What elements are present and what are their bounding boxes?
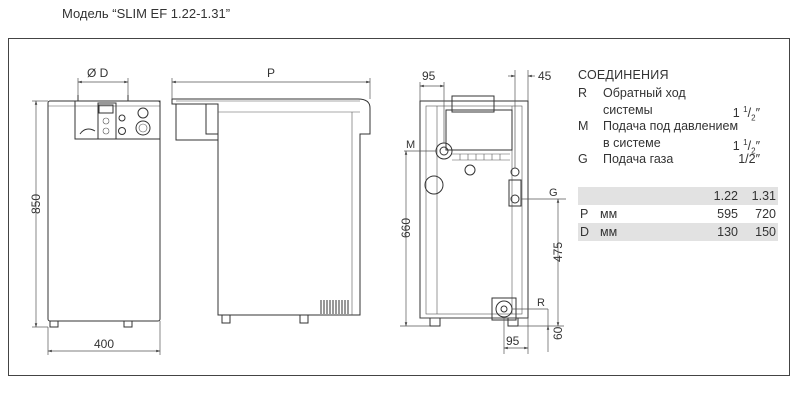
thermometer-dial (137, 107, 149, 119)
pressure-gauge (118, 114, 126, 122)
dim-660: 660 (399, 218, 413, 238)
row-code: D (580, 225, 590, 239)
row-value: 720 (755, 207, 776, 221)
logo-swoosh (79, 128, 96, 135)
flue-hood (175, 103, 219, 141)
row-unit: мм (600, 207, 618, 221)
connection-code: G (578, 152, 588, 166)
fan-housing (451, 95, 495, 113)
connection-desc: Обратный ход (603, 86, 686, 100)
dim-95-bottom: 95 (506, 334, 520, 348)
column-header-1-31: 1.31 (751, 189, 776, 203)
drawing-frame (8, 38, 790, 376)
page-title: Модель “SLIM EF 1.22-1.31” (62, 6, 231, 21)
connections-heading: СОЕДИНЕНИЯ (578, 68, 669, 82)
connection-row: G Подача газа 1/2″ (578, 151, 778, 168)
dim-45: 45 (538, 69, 552, 83)
side-view: P (171, 66, 371, 324)
connection-row: R Обратный ход (578, 85, 778, 102)
connection-row: M Подача под давлением (578, 118, 778, 135)
label-g: G (549, 187, 558, 199)
connection-desc: системы (603, 102, 653, 117)
spec-table: 1.22 1.31 P мм 595 720 D мм 130 150 (578, 187, 778, 241)
label-m: M (406, 139, 415, 151)
connection-m (435, 142, 453, 160)
dim-850: 850 (29, 194, 43, 214)
dim-p: P (267, 66, 275, 80)
row-value: 150 (755, 225, 776, 239)
connection-size: 1 1/2″ (732, 104, 760, 123)
row-value: 130 (717, 225, 738, 239)
connection-size: 1/2″ (738, 152, 760, 166)
dim-60: 60 (551, 326, 565, 340)
table-header-row: 1.22 1.31 (578, 187, 778, 205)
connection-desc: в системе (603, 135, 661, 150)
front-view: Ø D 850 400 (29, 66, 161, 355)
dim-400: 400 (94, 337, 114, 351)
connection-code: R (578, 86, 588, 100)
row-value: 595 (717, 207, 738, 221)
connection-g (508, 179, 522, 207)
control-panel (74, 100, 161, 140)
connection-code: M (578, 119, 589, 133)
row-code: P (580, 207, 589, 221)
connection-size: 1 1/2″ (732, 137, 760, 156)
row-unit: мм (600, 225, 618, 239)
dim-d-label: Ø D (87, 66, 109, 80)
rear-view: 95 45 M 660 G 475 R 60 95 (399, 69, 566, 354)
column-header-1-22: 1.22 (713, 189, 738, 203)
vent-grille (320, 300, 349, 314)
table-row: D мм 130 150 (578, 223, 778, 241)
connections-legend: СОЕДИНЕНИЯ R Обратный ход системы 1 1/2″… (578, 68, 778, 168)
connection-r (495, 300, 513, 318)
connection-desc: Подача под давлением (603, 119, 739, 133)
table-row: P мм 595 720 (578, 205, 778, 223)
dim-95-top: 95 (422, 69, 436, 83)
connection-row: в системе 1 1/2″ (578, 135, 778, 156)
connection-desc: Подача газа (603, 152, 674, 166)
dim-475: 475 (551, 242, 565, 262)
label-r: R (537, 297, 545, 309)
connection-row: системы 1 1/2″ (578, 102, 778, 123)
